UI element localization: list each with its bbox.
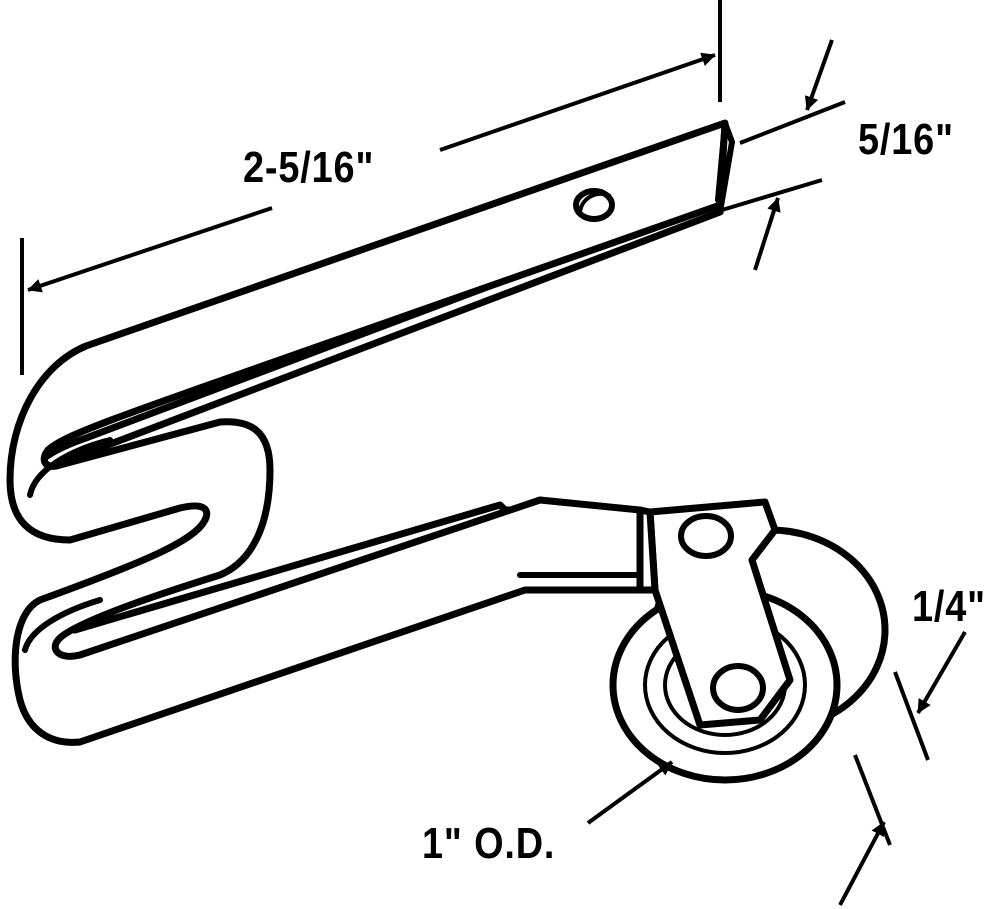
dimension-lines [20, 0, 967, 906]
wheel-diameter-dimension-label: 1" O.D. [422, 819, 556, 868]
wheel-width-dimension-label: 1/4" [912, 582, 986, 631]
fork-rivet-top [678, 513, 734, 559]
axle-rivet [710, 663, 766, 713]
length-dimension-label: 2-5/16" [243, 143, 375, 192]
width-dimension-label: 5/16" [858, 115, 954, 164]
